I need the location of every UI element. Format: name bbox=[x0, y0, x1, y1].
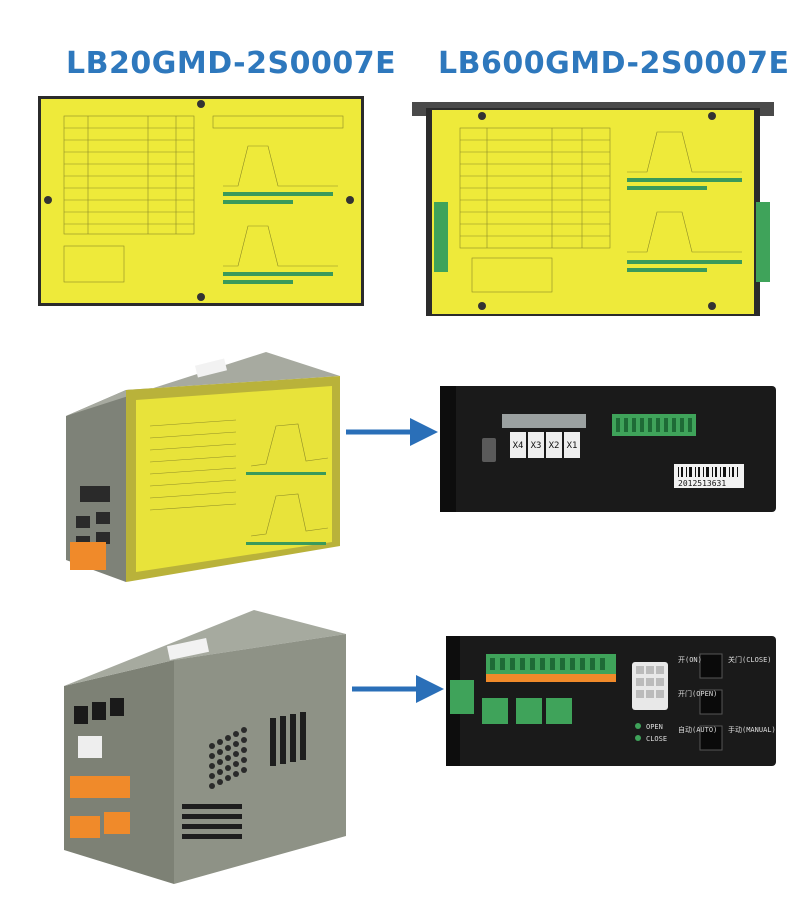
photo-lb600-label bbox=[412, 102, 774, 316]
terminal-label-x4: X4 bbox=[513, 441, 524, 451]
terminal-label-x1: X1 bbox=[567, 441, 578, 451]
photo-lb600-panel: OPEN CLOSE 开(ON) 开门(OPEN) 自动(AUTO) 关门(CL… bbox=[446, 636, 776, 766]
arrow-right-icon bbox=[346, 418, 438, 446]
led-label-close: CLOSE bbox=[646, 735, 667, 743]
switch-label-close: 关门(CLOSE) bbox=[728, 655, 772, 664]
product-title-left: LB20GMD-2S0007E bbox=[66, 46, 397, 81]
photo-lb600-box bbox=[64, 610, 346, 884]
photo-lb20-box bbox=[66, 352, 340, 582]
switch-label-auto: 自动(AUTO) bbox=[678, 725, 717, 734]
terminal-label-x2: X2 bbox=[549, 441, 560, 451]
switch-label-open: 开门(OPEN) bbox=[678, 689, 717, 698]
terminal-label-x3: X3 bbox=[531, 441, 542, 451]
serial-label: 2012513631 bbox=[678, 479, 726, 488]
switch-label-power-on: 开(ON) bbox=[678, 656, 702, 664]
switch-label-manual: 手动(MANUAL) bbox=[728, 725, 776, 734]
product-title-right: LB600GMD-2S0007E bbox=[438, 46, 790, 81]
led-label-open: OPEN bbox=[646, 723, 663, 731]
arrow-right-icon bbox=[352, 675, 444, 703]
photo-lb20-panel: X4 X3 X2 X1 2012513631 bbox=[440, 386, 776, 512]
photo-lb20-label bbox=[38, 96, 364, 306]
